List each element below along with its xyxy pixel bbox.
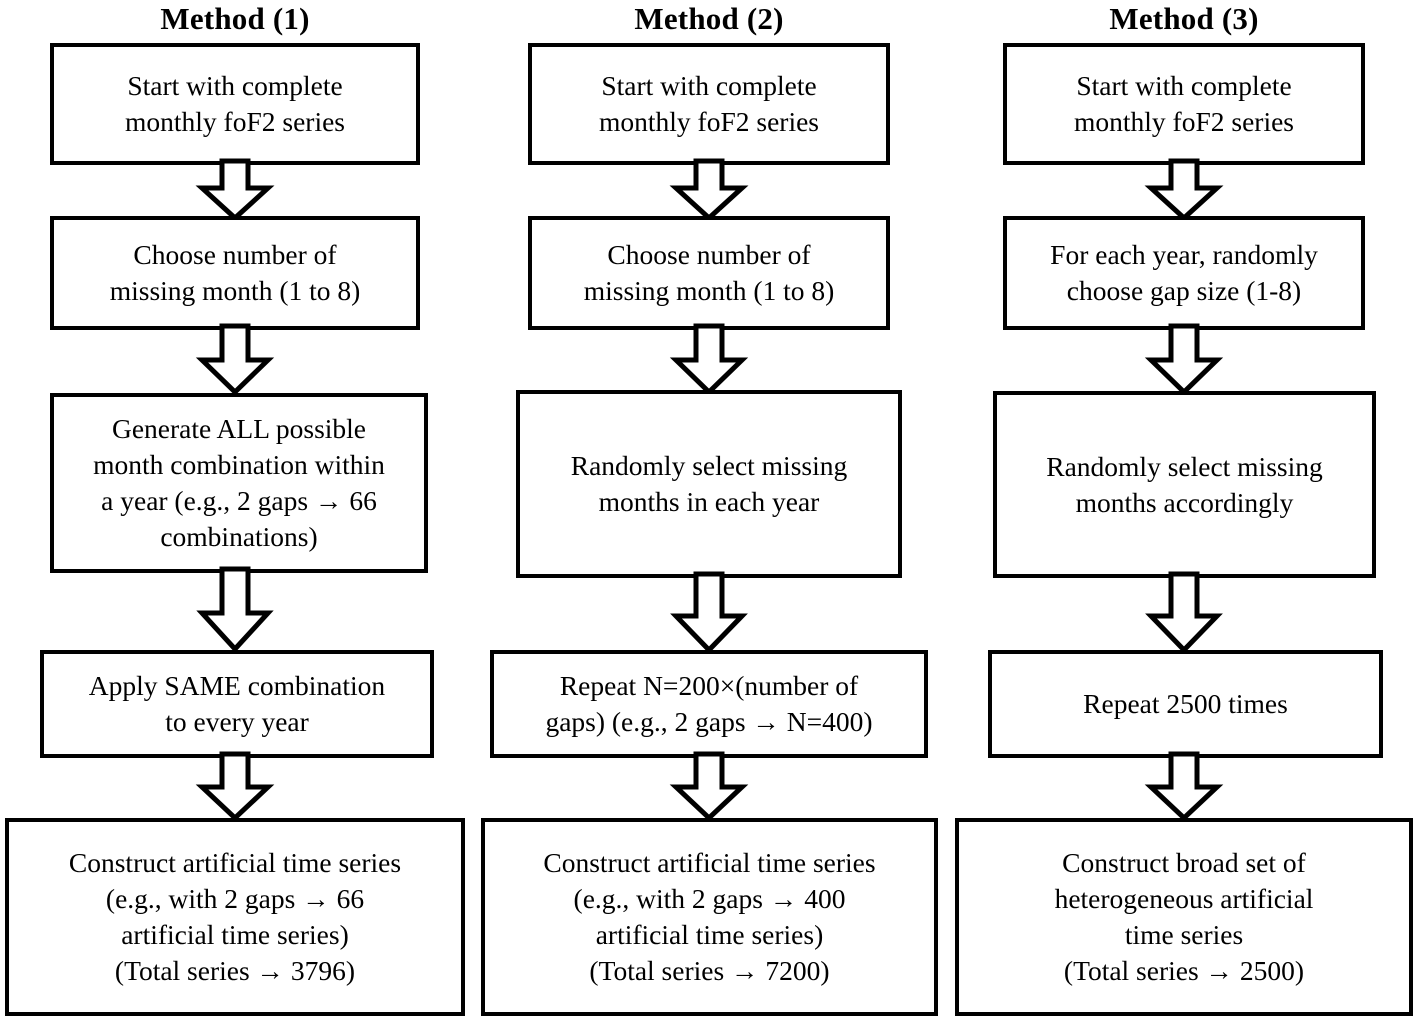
flow-step-m2-s2[interactable]: Choose number of missing month (1 to 8) [528,216,890,330]
flow-arrow-m3-3-4 [1144,571,1224,654]
flow-arrow-m2-3-4 [669,571,749,654]
flow-step-label: Generate ALL possible month combination … [93,413,385,552]
flow-arrow-m1-1-2 [195,158,275,222]
flow-arrow-m3-1-2 [1144,158,1224,222]
flow-step-m1-s4[interactable]: Apply SAME combination to every year [40,650,434,758]
flow-step-label: Choose number of missing month (1 to 8) [583,239,835,306]
flow-step-label: Choose number of missing month (1 to 8) [109,239,361,306]
flow-step-m2-s5[interactable]: Construct artificial time series (e.g., … [481,818,938,1016]
flow-arrow-m1-4-5 [195,751,275,822]
flow-step-m3-s3[interactable]: Randomly select missing months according… [993,391,1376,578]
flow-step-m2-s4[interactable]: Repeat N=200×(number of gaps) (e.g., 2 g… [490,650,928,758]
flow-arrow-m2-4-5 [669,751,749,822]
column-title-method-2: Method (2) [634,1,784,36]
flow-step-label: Apply SAME combination to every year [88,670,386,737]
flow-step-m3-s2[interactable]: For each year, randomly choose gap size … [1003,216,1365,330]
flow-step-m2-s3[interactable]: Randomly select missing months in each y… [516,390,902,578]
flow-arrow-m1-2-3 [195,323,275,396]
flow-step-label: Construct artificial time series (e.g., … [68,847,402,986]
flow-step-m3-s4[interactable]: Repeat 2500 times [988,650,1383,758]
flow-step-m1-s3[interactable]: Generate ALL possible month combination … [50,393,428,573]
flow-step-label: Randomly select missing months in each y… [570,450,848,517]
flow-step-m1-s2[interactable]: Choose number of missing month (1 to 8) [50,216,420,330]
flow-step-label: Construct artificial time series (e.g., … [543,847,876,986]
flow-step-m2-s1[interactable]: Start with complete monthly foF2 series [528,43,890,165]
flow-arrow-m3-2-3 [1144,323,1224,396]
flow-step-label: Construct broad set of heterogeneous art… [1054,847,1314,986]
flow-arrow-m1-3-4 [195,566,275,653]
flow-step-label: Start with complete monthly foF2 series [599,70,819,137]
flow-step-label: Start with complete monthly foF2 series [125,70,345,137]
column-title-method-3: Method (3) [1109,1,1259,36]
flow-step-label: Start with complete monthly foF2 series [1074,70,1294,137]
column-title-method-1: Method (1) [160,1,310,36]
flow-step-label: Repeat 2500 times [1083,688,1288,719]
flow-arrow-m2-2-3 [669,323,749,396]
flow-step-label: Repeat N=200×(number of gaps) (e.g., 2 g… [545,670,873,737]
flow-step-m3-s5[interactable]: Construct broad set of heterogeneous art… [955,818,1413,1016]
flow-step-m1-s5[interactable]: Construct artificial time series (e.g., … [5,818,465,1016]
flow-step-label: For each year, randomly choose gap size … [1050,239,1318,306]
flow-arrow-m2-1-2 [669,158,749,222]
flow-step-m3-s1[interactable]: Start with complete monthly foF2 series [1003,43,1365,165]
flow-arrow-m3-4-5 [1144,751,1224,822]
flow-step-label: Randomly select missing months according… [1046,450,1323,518]
flow-step-m1-s1[interactable]: Start with complete monthly foF2 series [50,43,420,165]
